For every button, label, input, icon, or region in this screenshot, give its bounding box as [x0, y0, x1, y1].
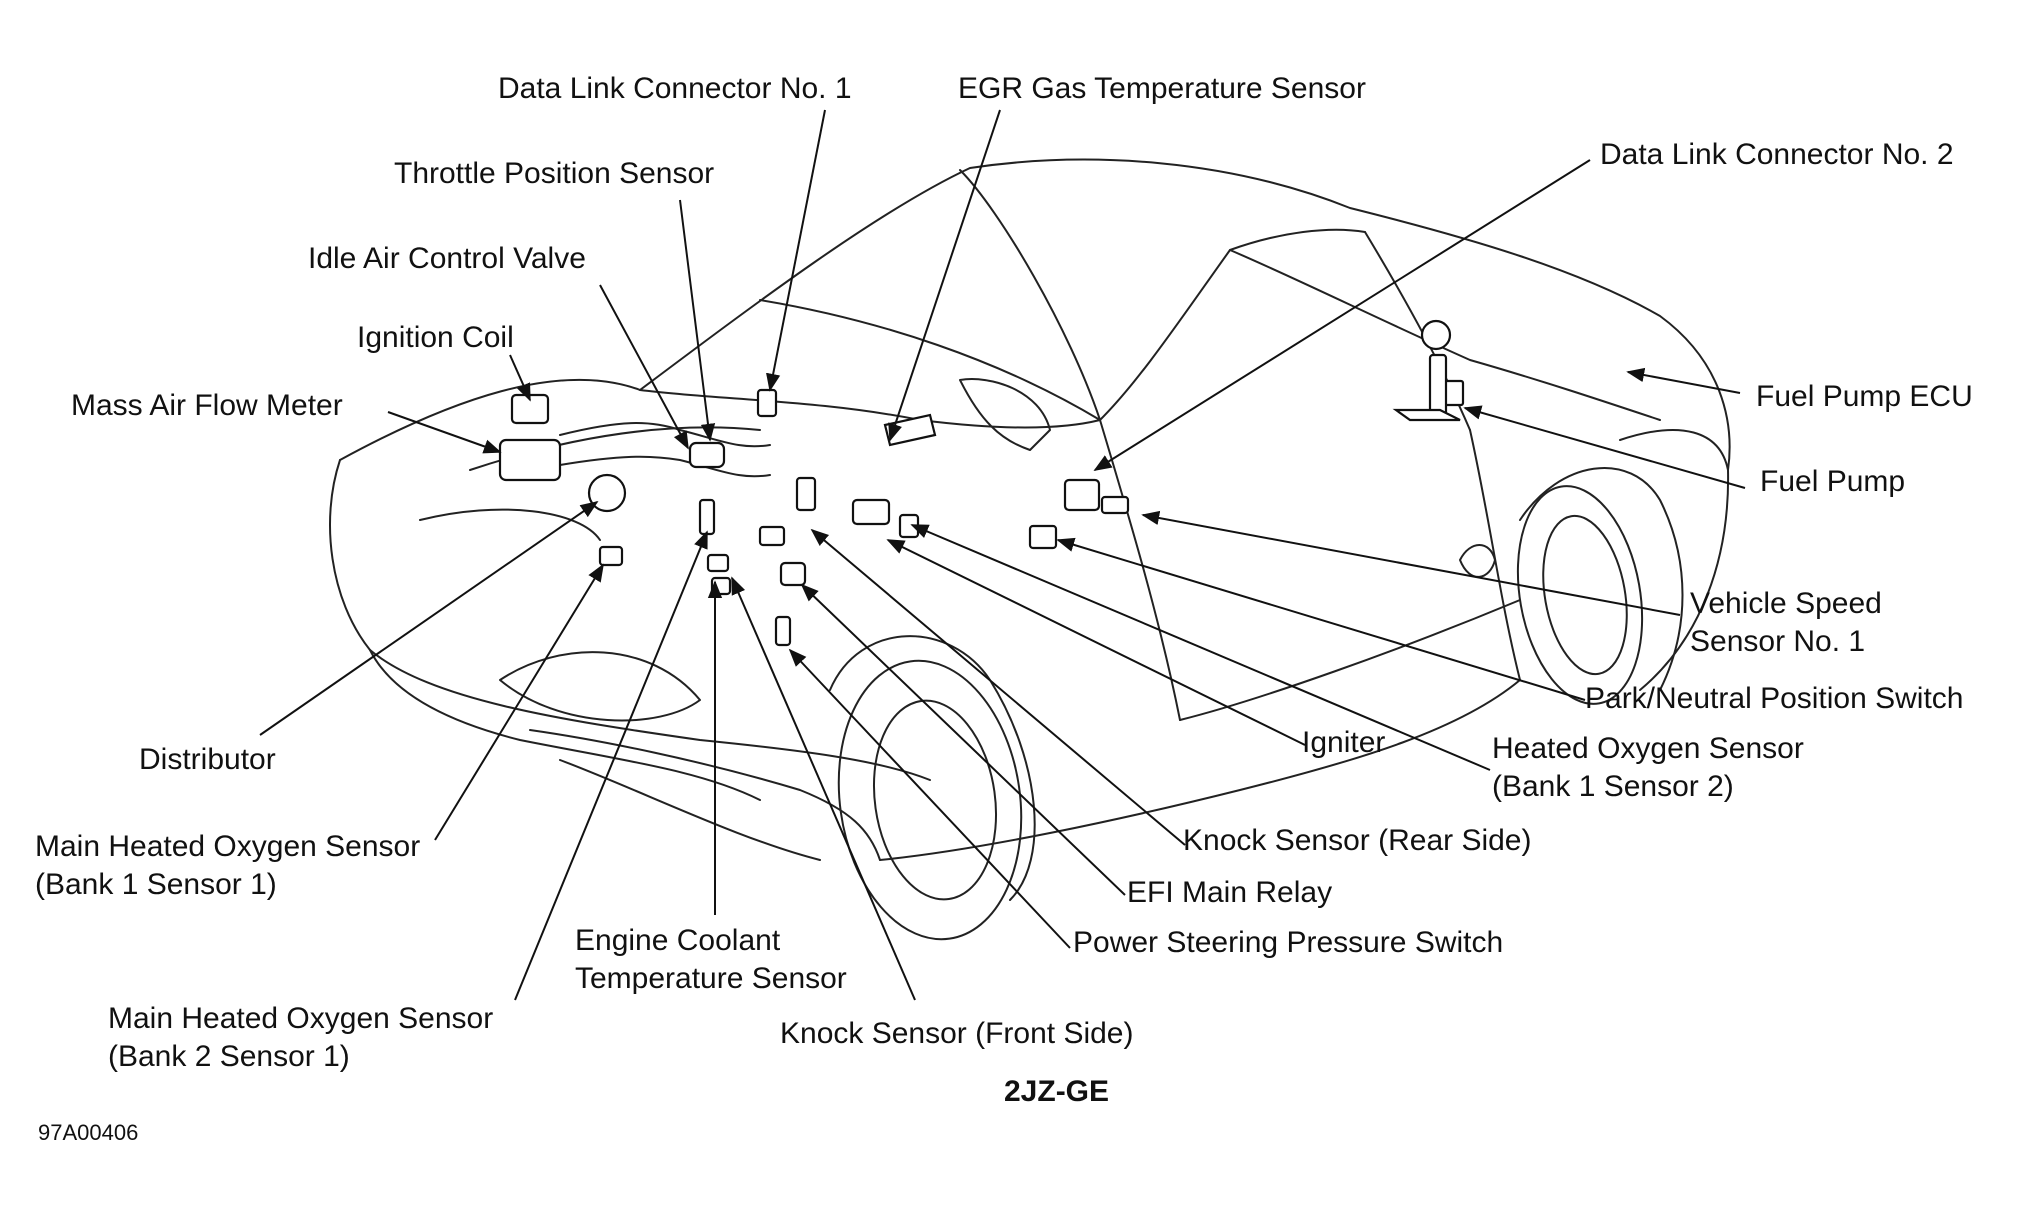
label-efi-main-relay: EFI Main Relay [1127, 876, 1333, 909]
leader-lines [259, 109, 1746, 1001]
label-mass-air-flow-meter: Mass Air Flow Meter [71, 389, 343, 422]
label-engine-coolant-line2: Temperature Sensor [575, 962, 847, 995]
label-egr-gas-temperature-sensor: EGR Gas Temperature Sensor [958, 72, 1366, 105]
label-power-steering-pressure-switch: Power Steering Pressure Switch [1073, 926, 1504, 959]
label-vehicle-speed-sensor-line2: Sensor No. 1 [1690, 625, 1866, 658]
label-park-neutral-position-switch: Park/Neutral Position Switch [1585, 682, 1964, 715]
label-heated-oxygen-sensor-b1s2-line2: (Bank 1 Sensor 2) [1492, 770, 1734, 803]
label-fuel-pump-ecu: Fuel Pump ECU [1756, 380, 1973, 413]
label-fuel-pump: Fuel Pump [1760, 465, 1906, 498]
label-idle-air-control-valve: Idle Air Control Valve [308, 242, 586, 275]
label-data-link-connector-2: Data Link Connector No. 2 [1600, 138, 1954, 171]
figure-id: 97A00406 [38, 1120, 139, 1145]
label-main-heated-oxygen-sensor-b2s1-line2: (Bank 2 Sensor 1) [108, 1040, 350, 1073]
label-main-heated-oxygen-sensor-b1s1-line1: Main Heated Oxygen Sensor [35, 830, 421, 863]
label-data-link-connector-1: Data Link Connector No. 1 [498, 72, 852, 105]
label-knock-sensor-rear: Knock Sensor (Rear Side) [1183, 824, 1532, 857]
label-ignition-coil: Ignition Coil [357, 321, 514, 354]
label-engine-coolant-line1: Engine Coolant [575, 924, 781, 957]
label-knock-sensor-front: Knock Sensor (Front Side) [780, 1017, 1134, 1050]
label-main-heated-oxygen-sensor-b1s1: Main Heated Oxygen Sensor (Bank 1 Sensor… [35, 828, 420, 904]
label-heated-oxygen-sensor-b1s2-line1: Heated Oxygen Sensor [1492, 732, 1804, 765]
label-vehicle-speed-sensor: Vehicle Speed Sensor No. 1 [1690, 585, 1882, 661]
label-heated-oxygen-sensor-b1s2: Heated Oxygen Sensor (Bank 1 Sensor 2) [1492, 730, 1804, 806]
label-igniter: Igniter [1302, 726, 1386, 759]
label-throttle-position-sensor: Throttle Position Sensor [394, 157, 715, 190]
engine-components [498, 319, 1465, 647]
label-main-heated-oxygen-sensor-b2s1-line1: Main Heated Oxygen Sensor [108, 1002, 494, 1035]
label-vehicle-speed-sensor-line1: Vehicle Speed [1690, 587, 1882, 620]
label-distributor: Distributor [139, 743, 276, 776]
label-main-heated-oxygen-sensor-b2s1: Main Heated Oxygen Sensor (Bank 2 Sensor… [108, 1000, 493, 1076]
label-main-heated-oxygen-sensor-b1s1-line2: (Bank 1 Sensor 1) [35, 868, 277, 901]
label-engine-coolant-temperature-sensor: Engine Coolant Temperature Sensor [575, 922, 847, 998]
diagram-caption: 2JZ-GE [1004, 1075, 1110, 1108]
